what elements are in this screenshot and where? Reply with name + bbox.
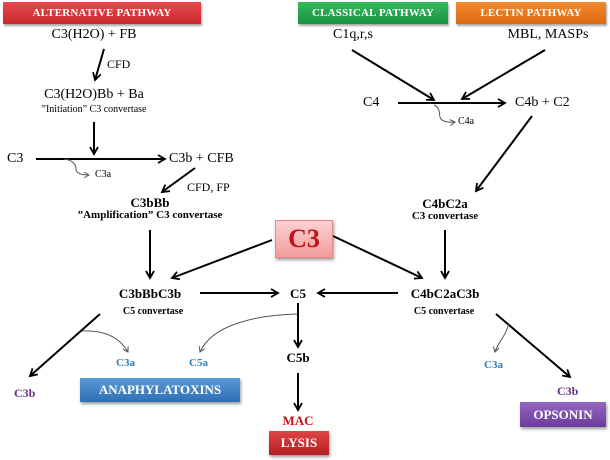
arrow-c3bbbc3b-to-c3b [28,313,101,378]
opsonin-box: OPSONIN [520,402,606,427]
arrow-c3a-release [63,158,90,179]
arrow-c3box-to-right [332,235,424,280]
arrow-mbl-to-c4 [460,49,546,100]
c4b-c2-label: C4b + C2 [515,95,570,110]
c5b-label: C5b [286,350,310,365]
mac-label: MAC [282,413,314,428]
c3-substrate-label: C3 [7,151,24,166]
arrow-c3b-to-c3bbb [160,167,196,194]
initiation-convertase-label: ”Initiation” C3 convertase [41,104,147,115]
c4-label: C4 [363,95,380,110]
c5a-label: C5a [189,357,208,369]
initiation-complex-label: C3(H2O)Bb + Ba [44,87,144,102]
c5-label: C5 [290,286,306,301]
cfd-fp-enzyme-label: CFD, FP [187,180,230,194]
c3-central-box: C3 [275,220,333,258]
classical-pathway-banner: CLASSICAL PATHWAY [298,2,448,24]
lectin-pathway-banner: LECTIN PATHWAY [456,2,606,24]
c4bc2a-label: C4bC2a [422,196,468,211]
c3bbb-label: C3bBb [130,195,170,210]
arrow-c4a-release [433,104,456,126]
c3h2o-fb-label: C3(H2O) + FB [51,27,137,42]
arrow-c3box-to-left [170,239,273,281]
c3b-cfb-label: C3b + CFB [169,151,234,166]
c3bbbc3b-label: C3bBbC3b [118,286,182,301]
alternative-pathway-banner: ALTERNATIVE PATHWAY [3,2,201,24]
c4a-byproduct-label: C4a [458,116,475,127]
amplification-convertase-label: ”Amplification” C3 convertase [77,209,223,221]
arrow-c4b-to-c4bc2a [474,115,533,193]
arrow-c3a-right-release [492,322,510,353]
arrow-c3a-left-release [81,330,129,353]
alt-c5-convertase-label: C5 convertase [122,306,184,317]
classical-c5-convertase-label: C5 convertase [413,306,475,317]
lysis-box: LYSIS [269,431,329,455]
c4bc2ac3b-label: C4bC2aC3b [410,286,480,301]
c3b-right-label: C3b [557,384,579,398]
c3b-left-label: C3b [14,386,36,400]
c3a-left-label: C3a [116,357,135,369]
cfd-enzyme-label: CFD [107,57,131,71]
c3a-byproduct-label: C3a [95,169,112,180]
anaphylatoxins-box: ANAPHYLATOXINS [80,378,240,402]
mbl-masps-label: MBL, MASPs [507,27,589,42]
c3a-right-label: C3a [484,359,503,371]
classical-c3-convertase-label: C3 convertase [411,210,479,222]
c1qrs-label: C1q,r,s [333,27,373,42]
arrow-c5a-release [198,313,299,353]
arrow-c1-to-c4 [351,49,436,101]
arrow-fb-to-initiation [92,48,105,82]
arrow-c4bc2ac3b-to-c3b [495,313,572,379]
